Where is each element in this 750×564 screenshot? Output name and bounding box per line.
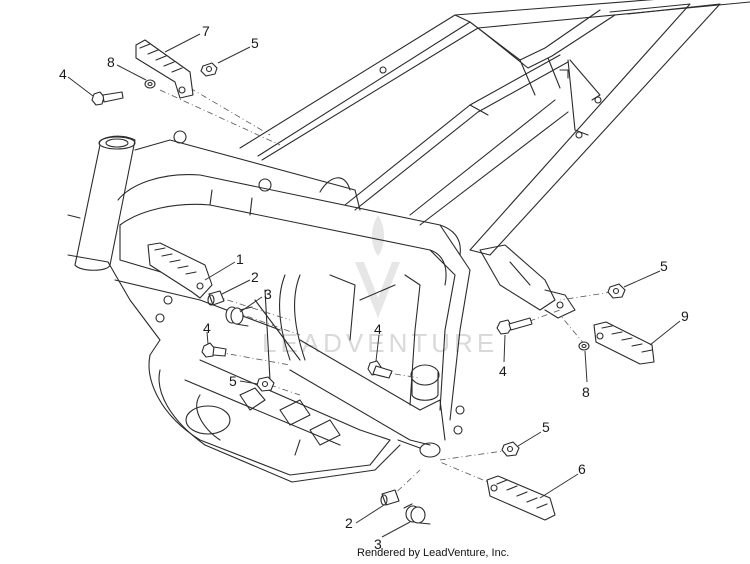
callout-8-washer: 8	[107, 54, 115, 70]
leader-lines	[67, 33, 681, 538]
part-pin-lower	[380, 489, 400, 506]
callout-4-bolt: 4	[203, 320, 211, 336]
callout-5-nut: 5	[251, 35, 259, 51]
callout-5-nut: 5	[229, 373, 237, 389]
callout-6-footpeg: 6	[578, 461, 586, 477]
part-footpeg-left	[147, 242, 213, 299]
frame-right-footpeg-bracket	[479, 244, 576, 319]
callout-9-footpeg: 9	[681, 308, 689, 324]
callout-3-spring: 3	[264, 286, 272, 302]
callout-3-spring: 3	[374, 536, 382, 552]
part-nut-lower	[501, 441, 520, 457]
part-footpeg-left-upper	[135, 39, 194, 99]
part-footpeg-right	[593, 321, 655, 365]
callout-4-bolt: 4	[59, 66, 67, 82]
part-footpeg-right-lower	[486, 475, 556, 521]
frame-lower-cradle	[148, 289, 401, 483]
part-nut-right-upper	[607, 283, 626, 299]
callout-5-nut: 5	[660, 258, 668, 274]
callout-1-footpeg: 1	[236, 251, 244, 267]
frame-main-body	[67, 130, 471, 458]
part-pin-left	[207, 290, 225, 306]
assembly-lines	[159, 87, 613, 501]
part-bolt-right	[496, 317, 533, 335]
part-nut-upper	[200, 62, 218, 77]
callout-2-pin: 2	[251, 269, 259, 285]
callout-7-footpeg: 7	[202, 23, 210, 39]
callout-5-nut: 5	[542, 419, 550, 435]
part-bolt-upper	[91, 91, 124, 106]
part-washer-upper	[144, 79, 156, 89]
callout-4-bolt: 4	[374, 321, 382, 337]
frame-rear-subframe	[239, 0, 750, 256]
part-spring-lower	[403, 503, 431, 525]
render-credit: Rendered by LeadVenture, Inc.	[357, 547, 509, 559]
callout-8-washer: 8	[582, 384, 590, 400]
callout-4-bolt: 4	[499, 363, 507, 379]
callout-2-pin: 2	[345, 515, 353, 531]
part-washer-right	[578, 341, 590, 351]
part-bolt-left	[201, 342, 227, 358]
part-nut-left	[256, 376, 275, 392]
callout-labels: 7 5 4 8 1 2 3 4 5 4 5 9 4 8 5 6 2 3	[59, 23, 689, 552]
part-bolt-center	[367, 360, 393, 379]
